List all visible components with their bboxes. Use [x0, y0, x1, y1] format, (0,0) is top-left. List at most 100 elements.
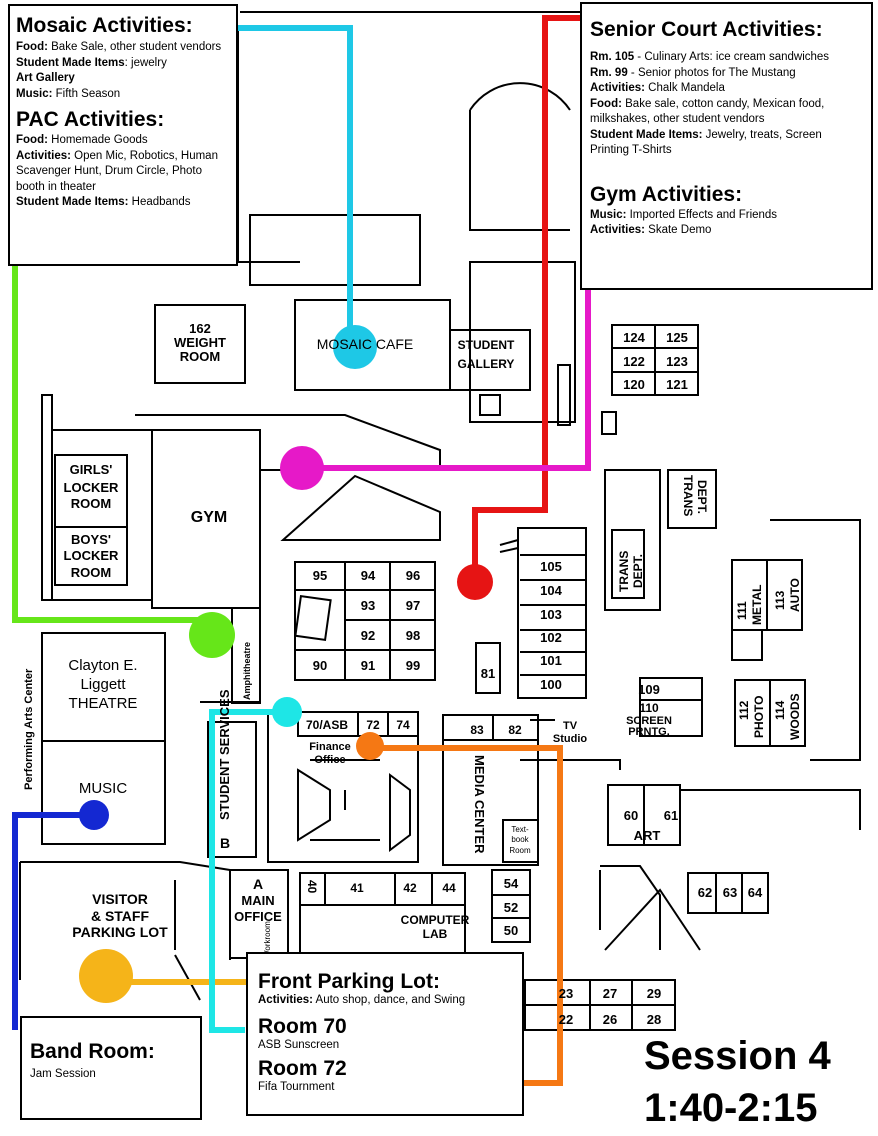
room-100-label: 100 [540, 677, 562, 692]
gym-marker [280, 446, 324, 490]
photo-label: PHOTO [752, 696, 766, 738]
room-28-label: 28 [647, 1012, 661, 1027]
room-92-label: 92 [361, 628, 375, 643]
room-41-label: 41 [350, 881, 364, 895]
trans-dept-2-label-2: DEPT. [631, 554, 645, 588]
girls-locker-label-3: ROOM [71, 496, 111, 511]
theatre-label: Clayton E. [68, 657, 137, 674]
mosaic-route-line [208, 25, 353, 345]
room-82-label: 82 [508, 723, 522, 737]
room-125-label: 125 [666, 330, 688, 345]
room-95-label: 95 [313, 568, 327, 583]
senior-line: Student Made Items: Jewelry, treats, Scr… [590, 128, 822, 141]
tv-studio-label-2: Studio [553, 733, 587, 745]
room-61-label: 61 [664, 808, 678, 823]
boys-locker-label-3: ROOM [71, 565, 111, 580]
computer-lab-label-2: LAB [423, 927, 448, 941]
mosaic-title: Mosaic Activities: [16, 14, 193, 37]
finance-office-label: Finance [309, 741, 351, 753]
mosaic-cafe-label: MOSAIC CAFE [317, 336, 413, 352]
pac-line: Scavenger Hunt, Drum Circle, Photo [16, 165, 202, 178]
theatre-label-3: THEATRE [69, 695, 138, 712]
theatre-label-2: Liggett [80, 676, 126, 693]
room-42-label: 42 [403, 881, 417, 895]
weight-room-number: 162 [189, 321, 211, 336]
weight-room-label-2: ROOM [180, 349, 220, 364]
room-44-label: 44 [442, 881, 456, 895]
pac-marker [189, 612, 235, 658]
room-113-label: 113 [773, 590, 787, 610]
session-label: Session 4 1:40-2:15 [644, 1030, 831, 1134]
room-98-label: 98 [406, 628, 420, 643]
front-parking-marker [79, 949, 133, 1003]
room-29-label: 29 [647, 986, 661, 1001]
room-70-label: 70/ASB [306, 718, 348, 732]
gym-route-line [302, 283, 591, 471]
room-72-label: 72 [366, 718, 380, 732]
route-markers [79, 325, 493, 1003]
room-62-label: 62 [698, 885, 712, 900]
room-97-label: 97 [406, 598, 420, 613]
main-office-label-2: OFFICE [234, 909, 282, 924]
room-104-label: 104 [540, 583, 562, 598]
student-services-label: STUDENT SERVICES [217, 689, 232, 820]
band-room-desc: Jam Session [30, 1068, 96, 1081]
gym-label: GYM [191, 509, 227, 526]
room-27-label: 27 [603, 986, 617, 1001]
media-center-label: MEDIA CENTER [472, 755, 487, 854]
girls-locker-label: GIRLS' [70, 462, 113, 477]
boys-locker-label-2: LOCKER [64, 548, 120, 563]
room-102-label: 102 [540, 630, 562, 645]
room-101-label: 101 [540, 653, 562, 668]
room-120-label: 120 [623, 377, 645, 392]
boys-locker-label: BOYS' [71, 532, 111, 547]
room-99-label: 99 [406, 658, 420, 673]
room-114-label: 114 [773, 700, 787, 720]
room-70-title: Room 70 [258, 1014, 347, 1038]
room-52-label: 52 [504, 900, 518, 915]
room-123-label: 123 [666, 354, 688, 369]
senior-line: Printing T-Shirts [590, 144, 672, 157]
girls-locker-label-2: LOCKER [64, 480, 120, 495]
senior-court-lines: Rm. 105 - Culinary Arts: ice cream sandw… [590, 50, 863, 159]
screen-printing-label: SCREEN [626, 715, 672, 727]
weight-room-label: WEIGHT [174, 335, 226, 350]
textbook-room-label-3: Room [509, 846, 531, 855]
senior-line: Rm. 105 - Culinary Arts: ice cream sandw… [590, 51, 830, 64]
room-93-label: 93 [361, 598, 375, 613]
front-parking-activities: Activities: Auto shop, dance, and Swing [258, 994, 466, 1007]
band-room-title: Band Room: [30, 1040, 155, 1063]
trans-dept-label-2: DEPT. [695, 480, 709, 514]
mosaic-line: Food: Bake Sale, other student vendors [16, 41, 222, 54]
room-121-label: 121 [666, 377, 688, 392]
room-110-label: 110 [639, 701, 659, 715]
senior-court-marker [457, 564, 493, 600]
front-parking-title: Front Parking Lot: [258, 970, 440, 993]
performing-arts-label: Performing Arts Center [23, 668, 35, 790]
room-96-label: 96 [406, 568, 420, 583]
senior-gym-info-box: Senior Court Activities: Rm. 105 - Culin… [580, 2, 873, 290]
room-72-marker [356, 732, 384, 760]
room-70-desc: ASB Sunscreen [258, 1038, 340, 1051]
room-109-label: 109 [638, 682, 660, 697]
building-b-label: B [220, 835, 230, 851]
band-room-route-line [12, 812, 94, 1030]
amphitheatre-label: Amphitheatre [242, 642, 252, 700]
room-72-title: Room 72 [258, 1057, 347, 1081]
senior-line: Rm. 99 - Senior photos for The Mustang [590, 66, 796, 79]
textbook-room-label: Text- [511, 825, 529, 834]
session-time: 1:40-2:15 [644, 1086, 818, 1130]
woods-label: WOODS [788, 693, 802, 740]
room-112-label: 112 [737, 700, 751, 720]
tv-studio-label: TV [563, 720, 578, 732]
room-64-label: 64 [748, 885, 763, 900]
finance-office-label-2: Office [314, 754, 345, 766]
mosaic-line: Art Gallery [16, 72, 75, 85]
senior-line: Food: Bake sale, cotton candy, Mexican f… [590, 97, 825, 110]
building-a-label: A [253, 876, 263, 892]
room-54-label: 54 [504, 876, 519, 891]
pac-line: Food: Homemade Goods [16, 134, 148, 147]
mosaic-pac-info-box: Mosaic Activities: Food: Bake Sale, othe… [8, 4, 238, 266]
